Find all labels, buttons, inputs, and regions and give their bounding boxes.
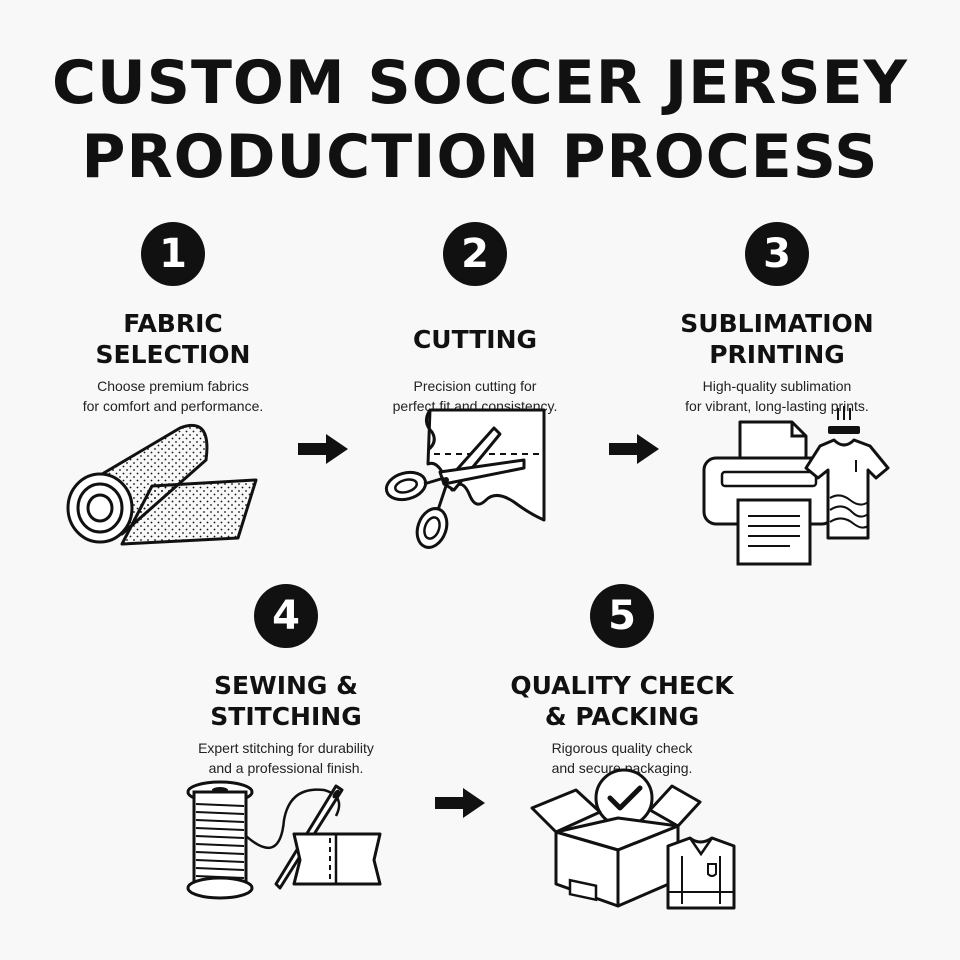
step-1-desc-line-1: Choose premium fabrics [97,378,249,394]
step-4-desc-line-2: and a professional finish. [208,760,364,776]
step-2-number-badge: 2 [443,222,507,286]
step-1: 1 FABRIC SELECTION Choose premium fabric… [33,222,313,416]
step-5-title-line-2: & PACKING [544,702,700,731]
step-4-desc-line-1: Expert stitching for durability [198,740,374,756]
fabric-roll-icon [66,423,258,546]
step-5-title: QUALITY CHECK & PACKING [482,670,762,732]
step-2-desc-line-1: Precision cutting for [413,378,537,394]
step-4-number-badge: 4 [254,584,318,648]
step-3-desc-line-2: for vibrant, long-lasting prints. [685,398,869,414]
title-line-1: CUSTOM SOCCER JERSEY [51,48,908,118]
step-1-desc-line-2: for comfort and performance. [82,398,264,414]
step-1-title-line-2: SELECTION [95,340,251,369]
step-3-title-line-1: SUBLIMATION [680,309,874,338]
step-5-description: Rigorous quality check and secure packag… [482,738,762,778]
step-3-desc-line-1: High-quality sublimation [702,378,852,394]
step-4-title: SEWING & STITCHING [146,670,426,732]
step-5: 5 QUALITY CHECK & PACKING Rigorous quali… [482,584,762,778]
step-2-title: CUTTING [335,308,615,370]
step-3-number-badge: 3 [745,222,809,286]
scissors-icon [384,408,546,549]
step-3-title: SUBLIMATION PRINTING [637,308,917,370]
step-5-title-line-1: QUALITY CHECK [510,671,734,700]
step-1-title: FABRIC SELECTION [33,308,313,370]
step-1-number-badge: 1 [141,222,205,286]
step-5-desc-line-1: Rigorous quality check [551,740,693,756]
step-3-title-line-2: PRINTING [709,340,845,369]
arrow-right-icon [609,434,659,464]
arrow-right-icon [435,788,485,818]
step-4-title-line-1: SEWING & [214,671,358,700]
step-4-title-line-2: STITCHING [210,702,362,731]
step-1-description: Choose premium fabrics for comfort and p… [33,376,313,416]
step-2: 2 CUTTING Precision cutting for perfect … [335,222,615,416]
title-line-2: PRODUCTION PROCESS [81,122,879,192]
step-5-desc-line-2: and secure packaging. [551,760,693,776]
arrow-right-icon [298,434,348,464]
step-4: 4 SEWING & STITCHING Expert stitching fo… [146,584,426,778]
box-check-icon [530,768,736,910]
step-2-title-line-1: CUTTING [412,324,538,354]
step-1-title-line-1: FABRIC [123,309,223,338]
step-5-number-badge: 5 [590,584,654,648]
step-4-description: Expert stitching for durability and a pr… [146,738,426,778]
thread-needle-icon [186,780,382,900]
step-3: 3 SUBLIMATION PRINTING High-quality subl… [637,222,917,416]
page-title: CUSTOM SOCCER JERSEY PRODUCTION PROCESS [0,46,960,194]
step-3-description: High-quality sublimation for vibrant, lo… [637,376,917,416]
printer-icon [702,406,890,566]
